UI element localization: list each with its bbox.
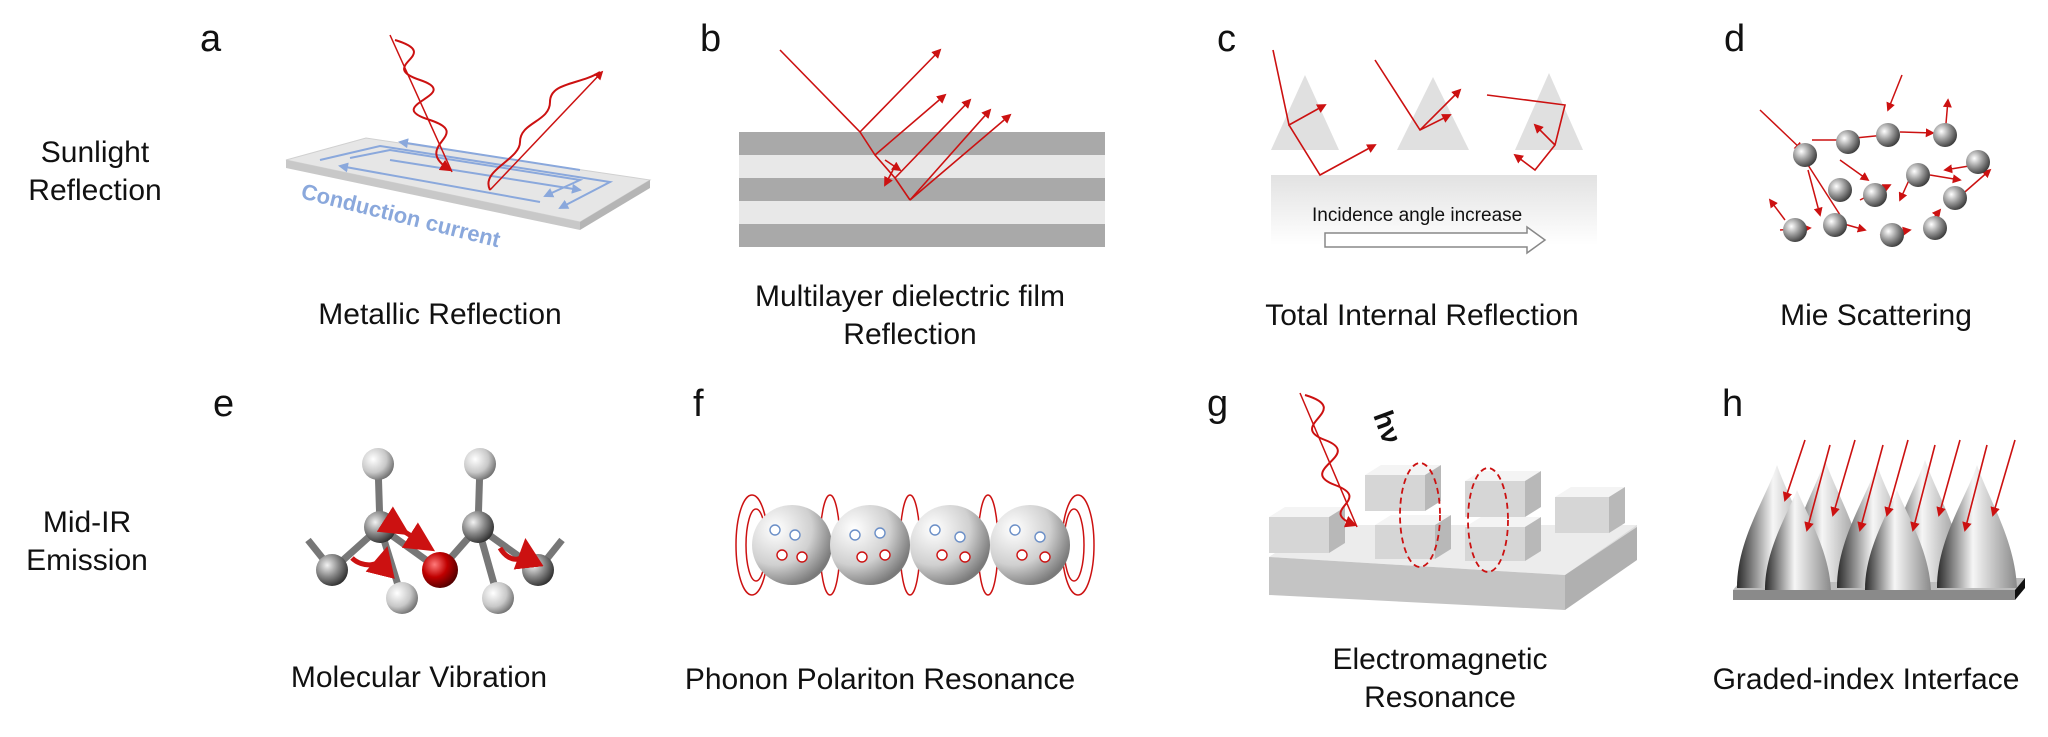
hv-label: hν (1367, 406, 1407, 447)
row-label-line: Reflection (28, 174, 162, 207)
caption-e: Molecular Vibration (219, 659, 619, 697)
caption-line: Electromagnetic (1332, 643, 1548, 676)
panel-c-illustration: Incidence angle increase (1271, 49, 1597, 255)
panel-letter-f: f (693, 383, 704, 425)
caption-line: Metallic Reflection (318, 298, 562, 331)
row-label-sunlight-reflection: Sunlight Reflection (20, 134, 170, 210)
incident-wave (394, 39, 453, 172)
caption-d: Mie Scattering (1676, 297, 2048, 335)
panel-letter-h: h (1722, 383, 1744, 425)
caption-a: Metallic Reflection (240, 296, 640, 334)
molecule-atoms (316, 448, 554, 614)
graded-index-arrows (1782, 439, 2016, 532)
row-label-midir-emission: Mid-IR Emission (12, 504, 162, 580)
incidence-angle-label: Incidence angle increase (1312, 205, 1522, 226)
caption-line: Resonance (1364, 681, 1516, 714)
panel-letter-e: e (213, 383, 235, 425)
vibration-arrows (350, 506, 544, 579)
panel-a-illustration: Conduction current (285, 34, 652, 252)
panel-h-illustration (1733, 439, 2025, 600)
caption-line: Reflection (843, 318, 977, 351)
caption-c: Total Internal Reflection (1222, 297, 1622, 335)
caption-f: Phonon Polariton Resonance (630, 661, 1130, 699)
reflected-wave (487, 71, 601, 191)
panel-letter-d: d (1724, 18, 1746, 60)
caption-g: Electromagnetic Resonance (1240, 641, 1640, 717)
incidence-angle-arrow (1324, 225, 1547, 255)
tir-rays (1272, 49, 1566, 177)
caption-line: Graded-index Interface (1712, 663, 2020, 696)
mie-particles (1783, 123, 1990, 247)
panel-e-illustration (305, 448, 565, 614)
caption-line: Multilayer dielectric film (754, 280, 1066, 313)
resonator-cubes (1269, 465, 1625, 561)
resonance-loops (1399, 462, 1509, 573)
panel-d-illustration (1759, 74, 1992, 247)
dipoles (769, 524, 1051, 563)
caption-line: Total Internal Reflection (1265, 299, 1579, 332)
row-label-line: Sunlight (40, 136, 150, 169)
panel-letter-b: b (700, 18, 722, 60)
panel-letter-c: c (1217, 18, 1236, 60)
graded-index-cones (1737, 460, 2017, 590)
caption-line: Molecular Vibration (290, 661, 548, 694)
multilayer-rays (779, 48, 1012, 201)
prisms (1271, 73, 1583, 150)
conduction-current-loops (319, 138, 614, 209)
panel-letter-a: a (200, 18, 222, 60)
panel-g-illustration: hν (1269, 392, 1637, 610)
panel-letter-g: g (1207, 383, 1229, 425)
caption-line: Mie Scattering (1780, 299, 1972, 332)
panel-f-illustration (735, 494, 1095, 596)
caption-line: Phonon Polariton Resonance (684, 663, 1076, 696)
panel-b-illustration (739, 48, 1105, 247)
caption-h: Graded-index Interface (1666, 661, 2048, 699)
scattering-arrows (1759, 74, 1992, 236)
row-label-line: Mid-IR (42, 506, 132, 539)
row-label-line: Emission (26, 544, 148, 577)
phonon-spheres (752, 505, 1070, 585)
caption-b: Multilayer dielectric film Reflection (710, 278, 1110, 354)
